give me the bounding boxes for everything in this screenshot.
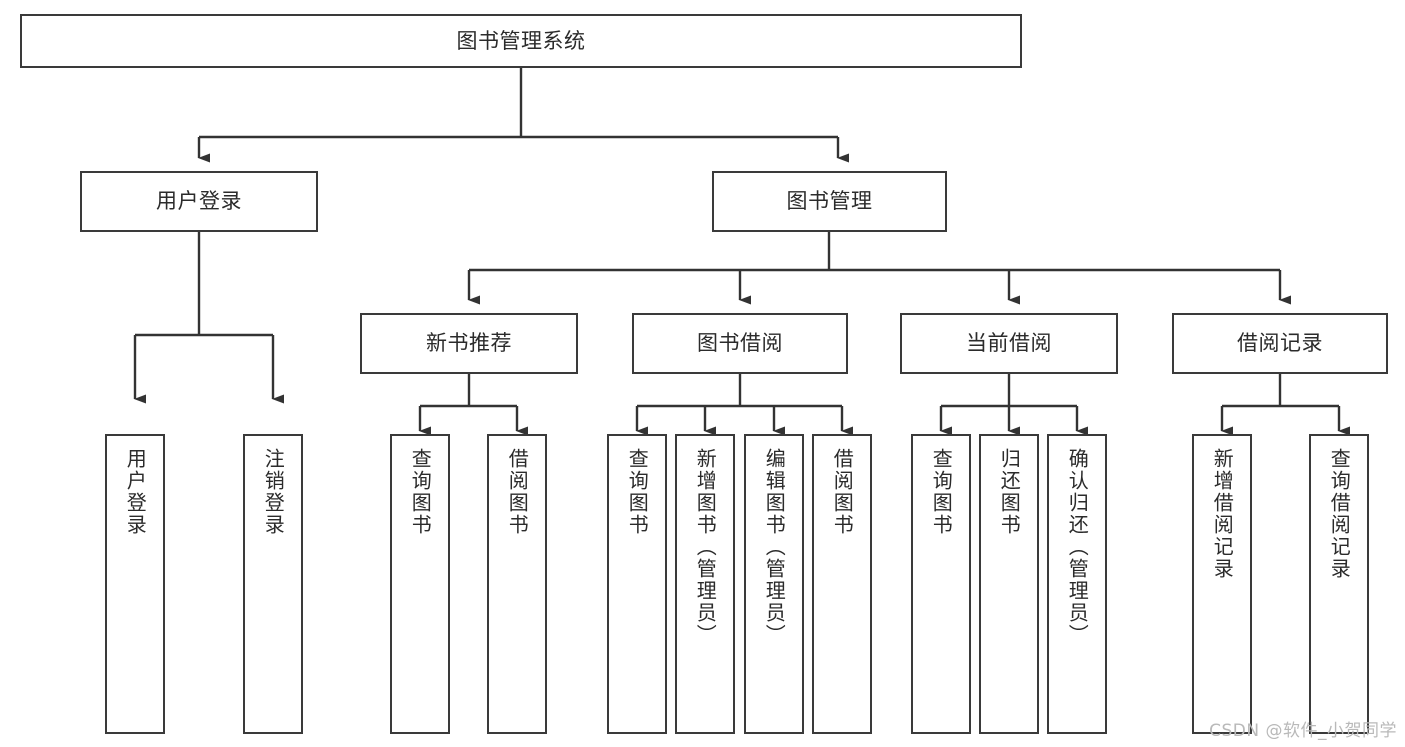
- node-label: 归还图书: [997, 448, 1022, 536]
- node-root-system[interactable]: 图书管理系统: [20, 14, 1022, 68]
- node-current-borrow[interactable]: 当前借阅: [900, 313, 1118, 374]
- leaf-borrow-borrow-book[interactable]: 借阅图书: [812, 434, 872, 734]
- leaf-current-confirm-return-admin[interactable]: 确认归还（管理员）: [1047, 434, 1107, 734]
- node-label: 图书管理系统: [456, 28, 586, 53]
- leaf-user-login-signout[interactable]: 注销登录: [243, 434, 303, 734]
- node-label: 用户登录: [123, 448, 148, 536]
- node-label: 用户登录: [156, 189, 242, 214]
- leaf-recommend-borrow-book[interactable]: 借阅图书: [487, 434, 547, 734]
- node-label: 查询图书: [408, 448, 433, 536]
- node-label: 查询借阅记录: [1327, 448, 1352, 580]
- node-label: 新增图书（管理员）: [693, 448, 718, 646]
- leaf-borrow-query-book[interactable]: 查询图书: [607, 434, 667, 734]
- leaf-borrow-edit-book-admin[interactable]: 编辑图书（管理员）: [744, 434, 804, 734]
- node-label: 注销登录: [261, 448, 286, 536]
- node-book-management[interactable]: 图书管理: [712, 171, 947, 232]
- node-new-book-recommend[interactable]: 新书推荐: [360, 313, 578, 374]
- node-label: 查询图书: [929, 448, 954, 536]
- node-label: 新书推荐: [426, 331, 512, 356]
- node-label: 借阅图书: [505, 448, 530, 536]
- node-label: 确认归还（管理员）: [1065, 448, 1090, 646]
- node-label: 图书借阅: [697, 331, 783, 356]
- leaf-record-add-record[interactable]: 新增借阅记录: [1192, 434, 1252, 734]
- leaf-user-login-signin[interactable]: 用户登录: [105, 434, 165, 734]
- watermark-text: CSDN @软件_小贺同学: [1209, 721, 1397, 741]
- node-label: 图书管理: [786, 189, 873, 214]
- leaf-recommend-query-book[interactable]: 查询图书: [390, 434, 450, 734]
- leaf-current-return-book[interactable]: 归还图书: [979, 434, 1039, 734]
- node-book-borrow[interactable]: 图书借阅: [632, 313, 848, 374]
- node-label: 借阅记录: [1237, 331, 1323, 356]
- node-borrow-record[interactable]: 借阅记录: [1172, 313, 1388, 374]
- node-label: 当前借阅: [966, 331, 1052, 356]
- leaf-current-query-book[interactable]: 查询图书: [911, 434, 971, 734]
- leaf-record-query-record[interactable]: 查询借阅记录: [1309, 434, 1369, 734]
- node-label: 借阅图书: [830, 448, 855, 536]
- node-label: 编辑图书（管理员）: [762, 448, 787, 646]
- node-label: 查询图书: [625, 448, 650, 536]
- node-user-login[interactable]: 用户登录: [80, 171, 318, 232]
- node-label: 新增借阅记录: [1210, 448, 1235, 580]
- leaf-borrow-add-book-admin[interactable]: 新增图书（管理员）: [675, 434, 735, 734]
